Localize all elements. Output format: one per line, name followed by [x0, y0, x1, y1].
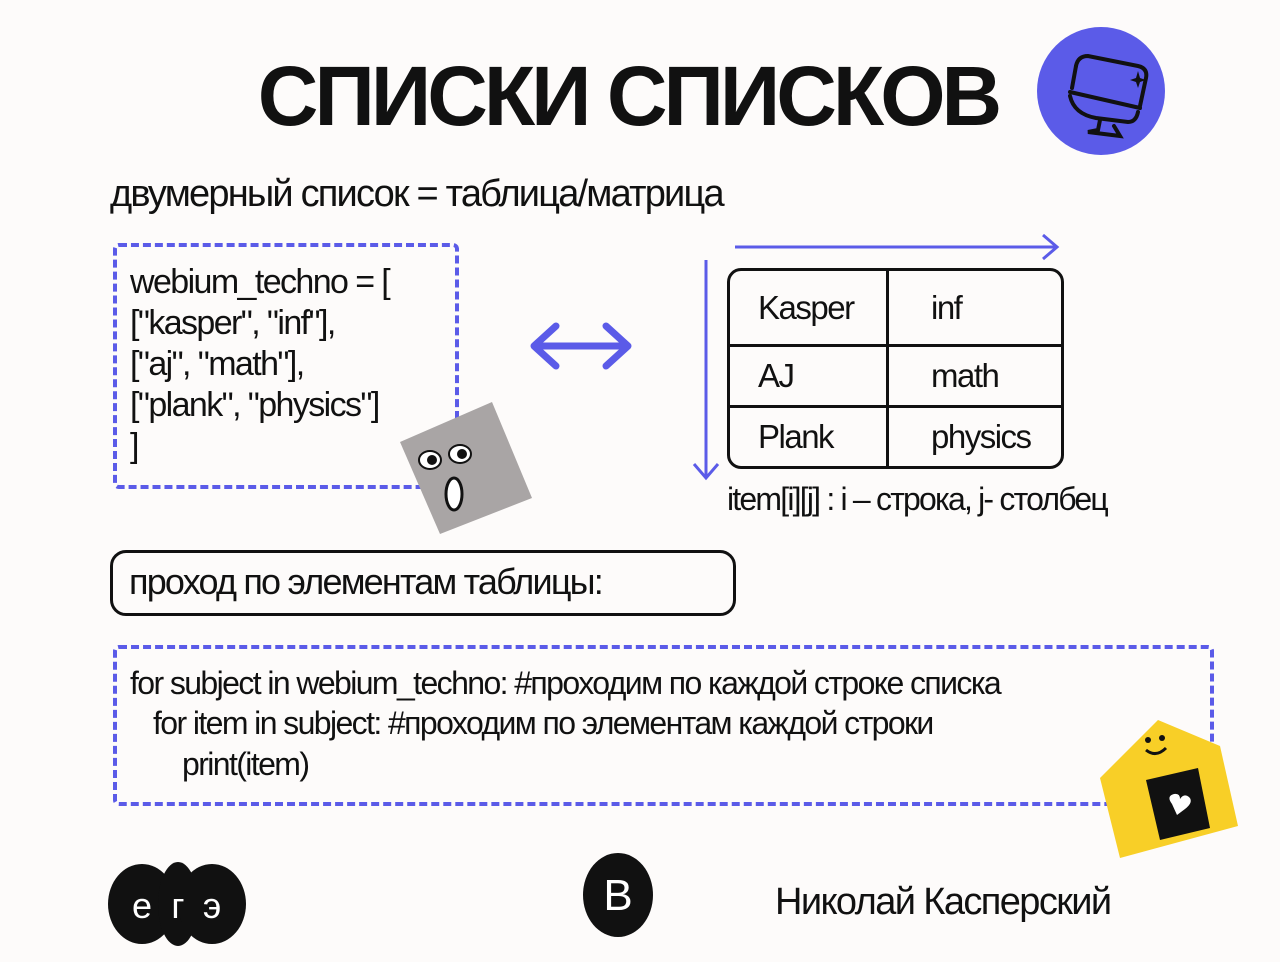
column-arrow-icon — [733, 232, 1063, 267]
paper-face-sticker — [396, 398, 536, 538]
webium-logo: B — [582, 852, 654, 943]
code-line: ["kasper", "inf"], — [130, 304, 336, 342]
code-list-definition: webium_techno = [["kasper", "inf"],["aj"… — [130, 262, 391, 467]
table-cell: Plank — [730, 405, 889, 466]
code-line: for item in subject: #проходим по элемен… — [153, 705, 934, 741]
table-cell: Kasper — [730, 271, 889, 347]
code-box-loop — [113, 645, 1214, 806]
code-line: ] — [130, 427, 139, 465]
svg-text:г: г — [171, 885, 184, 926]
code-line: for subject in webium_techno: #проходим … — [130, 665, 1002, 701]
index-caption: item[i][j] : i – строка, j- столбец — [727, 481, 1109, 517]
subtitle: двумерный список = таблица/матрица — [110, 173, 725, 215]
row-arrow-icon — [692, 258, 722, 488]
code-line: ["plank", "physics"] — [130, 386, 380, 424]
author-name: Николай Касперский — [775, 881, 1112, 923]
table-cell: physics — [886, 405, 1061, 466]
svg-text:э: э — [203, 885, 221, 926]
code-box-list — [113, 243, 459, 489]
page-title: СПИСКИ СПИСКОВ — [257, 49, 1002, 143]
ege-logo: е г э — [108, 862, 248, 951]
code-line: webium_techno = [ — [130, 263, 391, 301]
svg-text:B: B — [603, 871, 632, 920]
computer-icon — [1036, 26, 1166, 156]
double-arrow-icon — [528, 318, 634, 379]
table-cell: inf — [886, 271, 1061, 347]
house-sticker — [1098, 716, 1240, 858]
svg-text:е: е — [132, 885, 152, 926]
section-label: проход по элементам таблицы: — [110, 550, 736, 616]
code-line: ["aj", "math"], — [130, 345, 305, 383]
table-cell: math — [886, 343, 1061, 409]
code-line: print(item) — [182, 746, 310, 782]
table-cell: AJ — [730, 343, 889, 409]
